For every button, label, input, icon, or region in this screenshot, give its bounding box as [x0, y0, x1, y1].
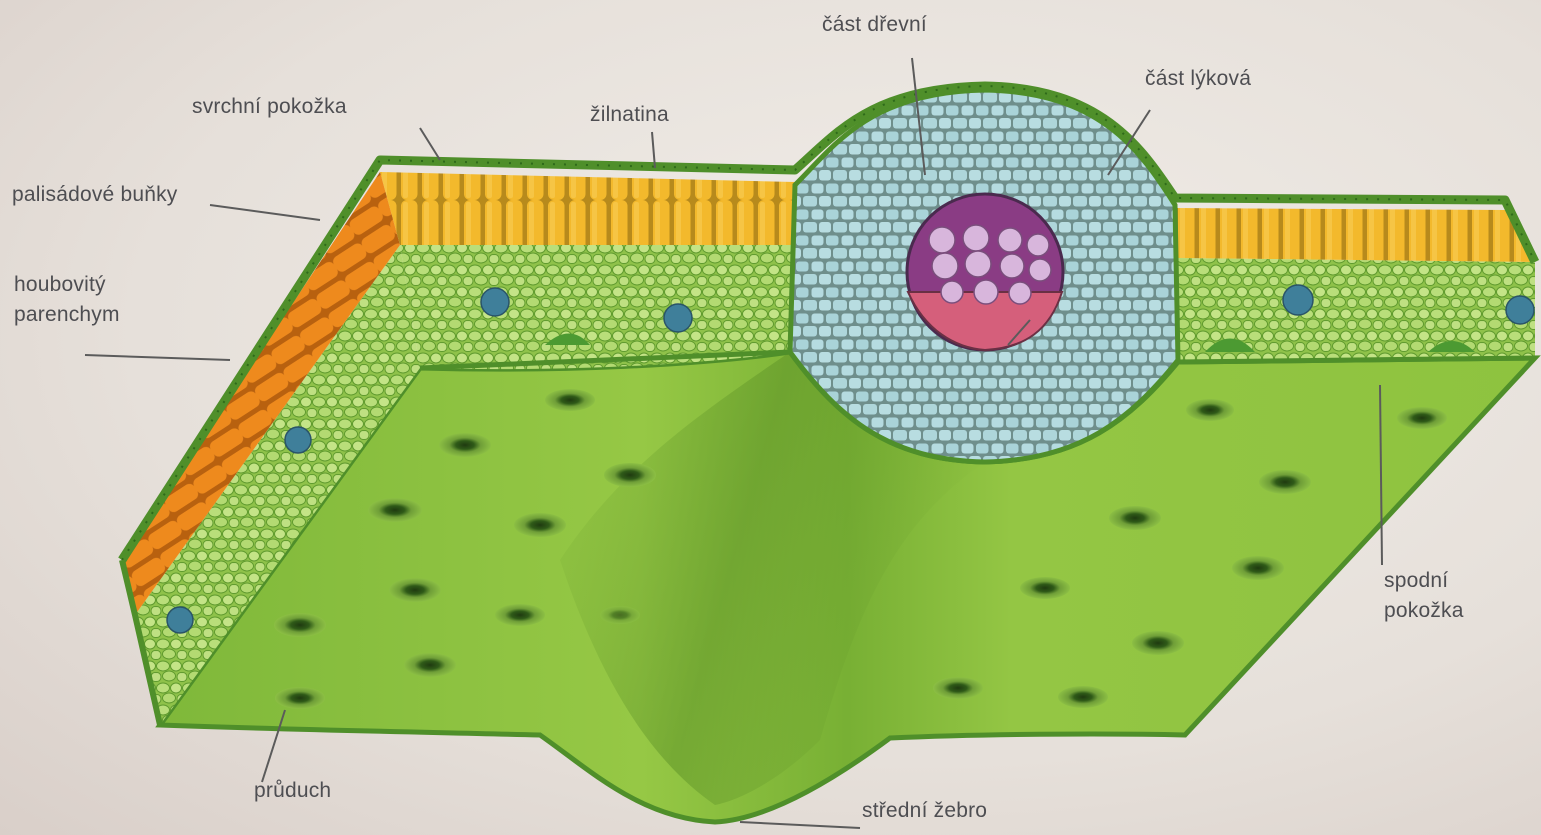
- label-palisadove-bunky: palisádové buňky: [12, 180, 177, 210]
- label-houbovity-line1: houbovitý: [14, 270, 120, 300]
- label-spodni-line1: spodní: [1384, 566, 1464, 596]
- label-stredni-zebro: střední žebro: [862, 796, 987, 826]
- label-houbovity-line2: parenchym: [14, 300, 120, 330]
- label-zilnatina: žilnatina: [590, 100, 669, 130]
- label-spodni-pokozka: spodní pokožka: [1384, 566, 1464, 626]
- label-cast-lykova: část lýková: [1145, 64, 1251, 94]
- palisade-cells-front: [380, 172, 795, 245]
- palisade-cells-front-right: [1175, 208, 1535, 262]
- label-cast-drevni: část dřevní: [822, 10, 927, 40]
- label-svrchni-pokozka: svrchní pokožka: [192, 92, 347, 122]
- spongy-parenchyma-front: [400, 245, 795, 369]
- label-pruduch: průduch: [254, 776, 331, 806]
- label-spodni-line2: pokožka: [1384, 596, 1464, 626]
- label-houbovity-parenchym: houbovitý parenchym: [14, 270, 120, 330]
